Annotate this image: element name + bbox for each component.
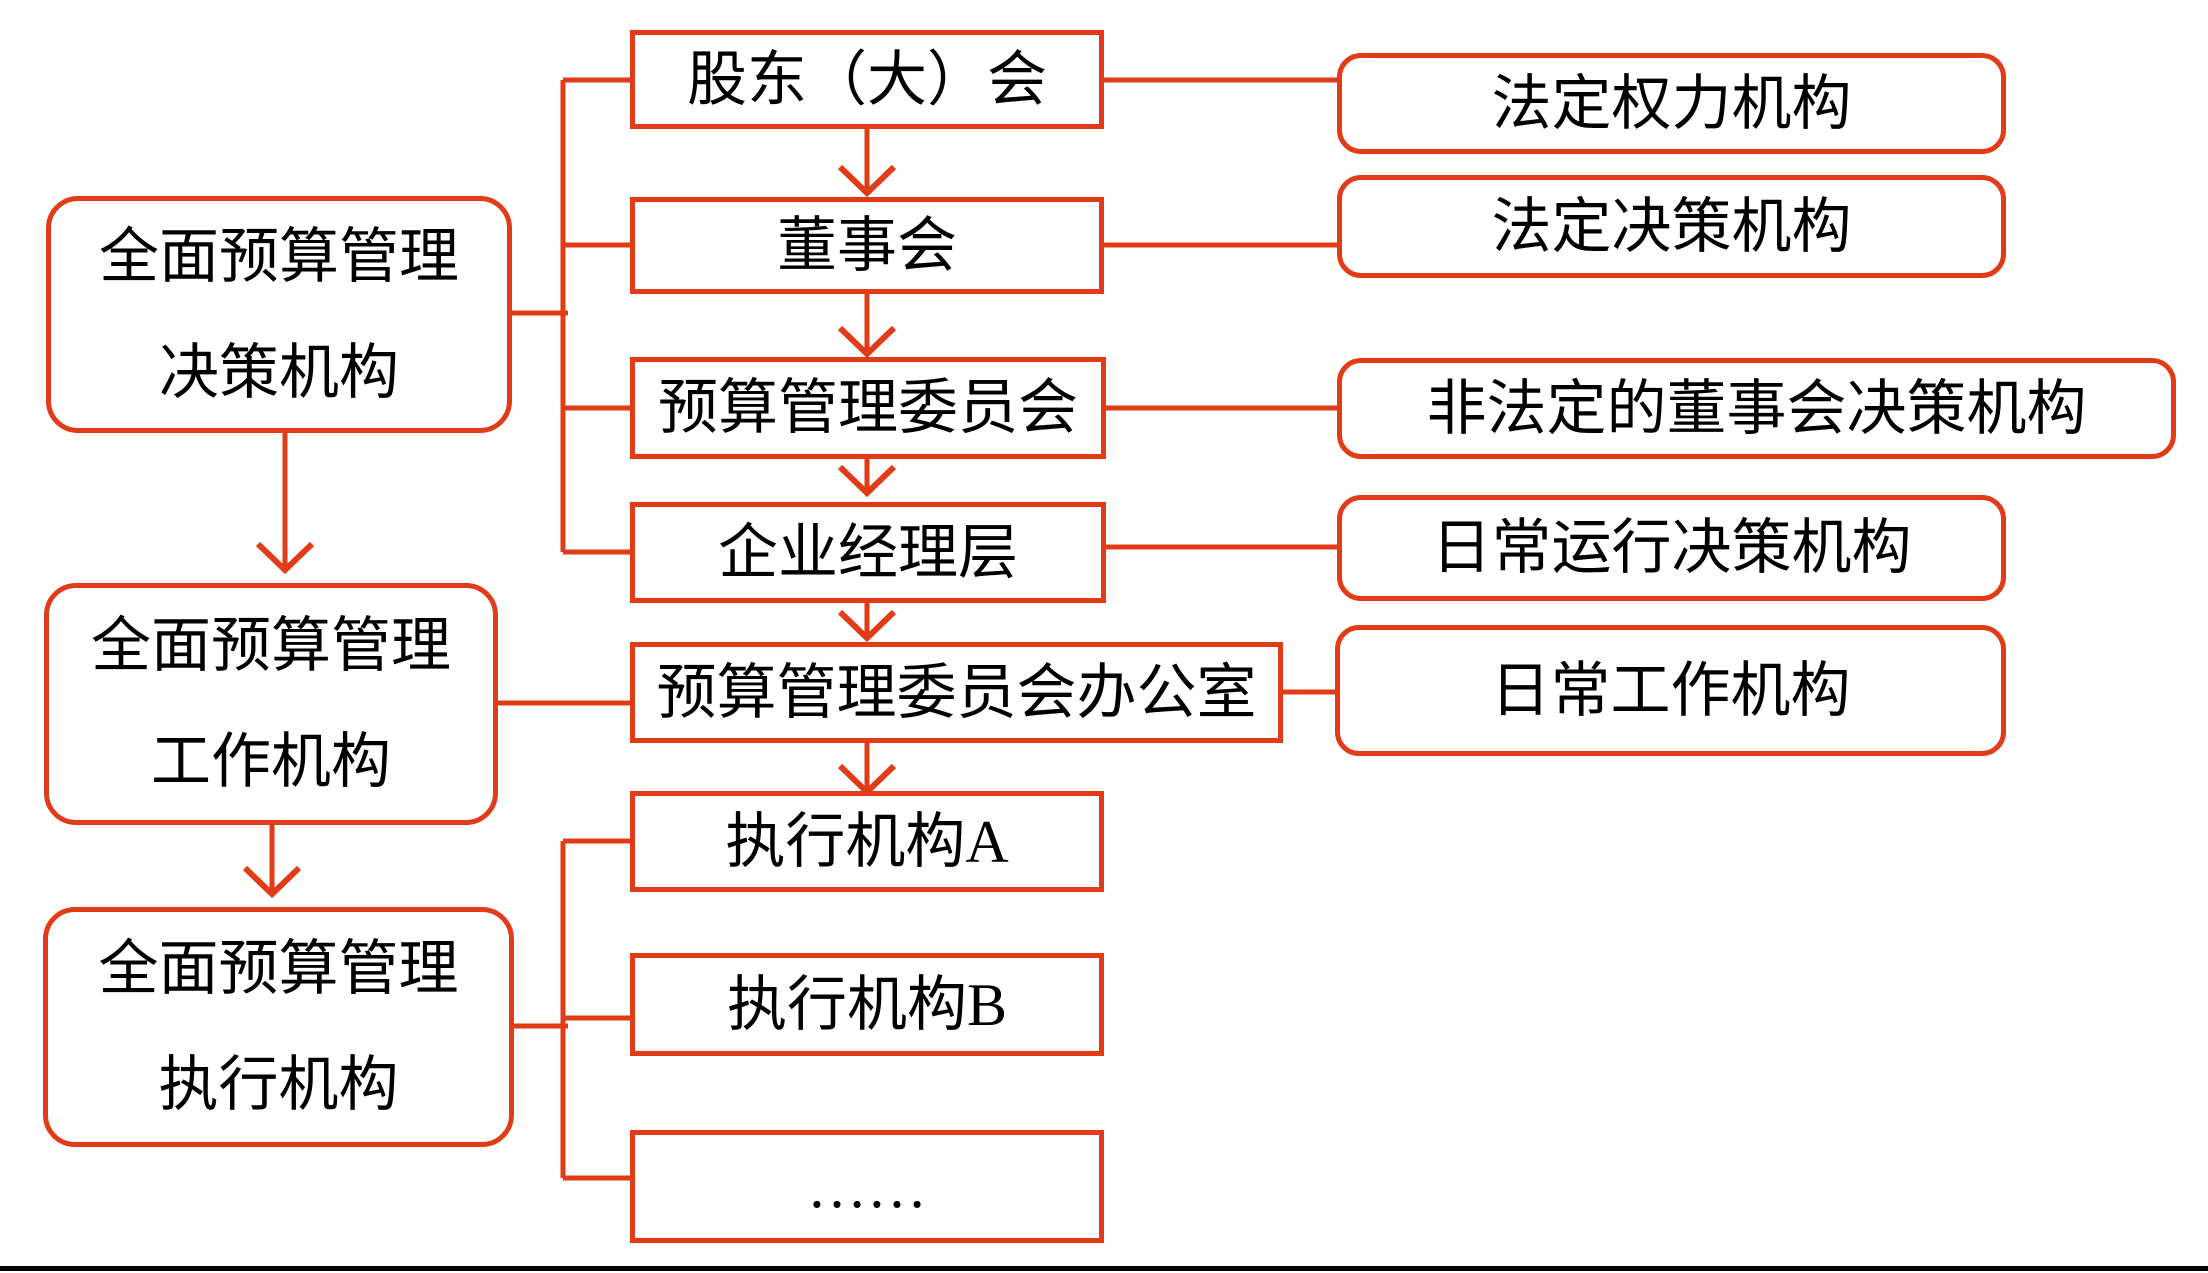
tag-statutory-decision-body: 法定决策机构: [1337, 175, 2006, 278]
node-board-of-directors: 董事会: [630, 197, 1104, 294]
node-label: 执行机构A: [725, 808, 1009, 875]
tag-statutory-authority-body: 法定权力机构: [1337, 53, 2006, 154]
flow-arrow-1-head: [837, 164, 897, 198]
flow-arrow-2-head: [837, 325, 897, 359]
group-label-line: 全面预算管理: [99, 223, 459, 290]
group-label-line: 全面预算管理: [91, 613, 451, 679]
left-flow-arrow-2-head: [242, 865, 302, 899]
node-label: 董事会: [777, 212, 957, 279]
node-label: 预算管理委员会办公室: [656, 659, 1257, 726]
left-flow-arrow-1-head: [255, 541, 315, 575]
tag-label: 非法定的董事会决策机构: [1426, 375, 2087, 442]
node-shareholders-meeting: 股东（大）会: [630, 30, 1104, 129]
flow-arrow-4-head: [837, 609, 897, 643]
node-budget-management-committee: 预算管理委员会: [630, 357, 1106, 459]
node-executing-agency-a: 执行机构A: [630, 791, 1104, 892]
group-label-line: 执行机构: [158, 1052, 399, 1118]
node-budget-committee-office: 预算管理委员会办公室: [630, 642, 1283, 743]
group-label-line: 决策机构: [159, 339, 399, 406]
group-label-line: 全面预算管理: [98, 936, 459, 1002]
group-decision-body: 全面预算管理 决策机构: [46, 196, 512, 433]
tag-label: 法定权力机构: [1491, 70, 1852, 137]
node-enterprise-management-layer: 企业经理层: [630, 502, 1106, 603]
group-working-body: 全面预算管理 工作机构: [44, 583, 498, 825]
node-executing-agency-b: 执行机构B: [630, 953, 1104, 1056]
node-label: 预算管理委员会: [658, 375, 1078, 441]
node-label: ……: [807, 1153, 927, 1220]
group-execution-body: 全面预算管理 执行机构: [43, 907, 514, 1147]
flow-arrow-3-head: [837, 464, 897, 498]
node-label: 股东（大）会: [687, 46, 1047, 113]
tag-daily-operation-decision-body: 日常运行决策机构: [1337, 495, 2006, 601]
tag-label: 日常工作机构: [1490, 657, 1851, 724]
group-label-line: 工作机构: [151, 729, 391, 795]
node-more-agencies-ellipsis: ……: [630, 1130, 1104, 1243]
bottom-divider-line: [0, 1266, 2208, 1271]
tag-label: 日常运行决策机构: [1431, 515, 1912, 581]
tag-non-statutory-board-decision-body: 非法定的董事会决策机构: [1337, 358, 2176, 459]
node-label: 执行机构B: [726, 971, 1008, 1038]
tag-daily-working-body: 日常工作机构: [1335, 625, 2006, 756]
node-label: 企业经理层: [718, 519, 1018, 586]
tag-label: 法定决策机构: [1491, 193, 1852, 260]
